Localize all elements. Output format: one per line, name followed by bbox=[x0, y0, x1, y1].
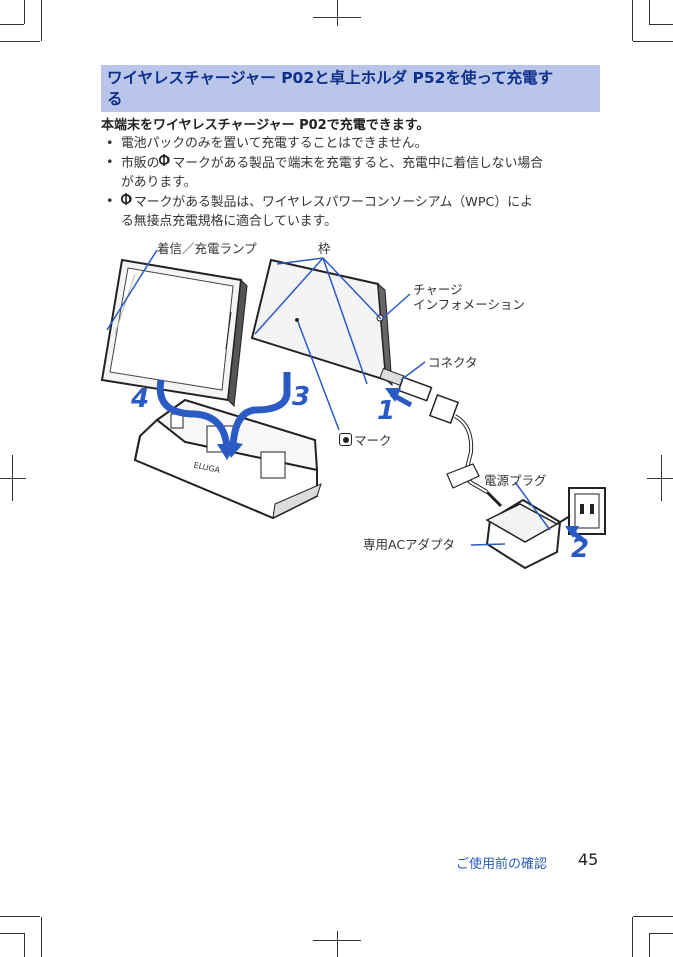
wireless-charging-icon bbox=[120, 192, 134, 212]
heading-line-2: る bbox=[107, 90, 123, 108]
charging-illustration: ELUGA bbox=[95, 234, 615, 578]
wireless-charging-icon bbox=[159, 153, 172, 173]
note-text: 電池パックのみを置いて充電することはできません。 bbox=[121, 136, 428, 151]
label-adapter: 専用ACアダプタ bbox=[363, 537, 456, 552]
ac-adapter-illustration bbox=[485, 490, 571, 570]
step-1-number: 1 bbox=[377, 396, 396, 426]
section-heading: ワイヤレスチャージャー P02と卓上ホルダ P52を使って充電す る bbox=[101, 65, 600, 112]
label-mark-text: マーク bbox=[354, 433, 392, 448]
note-item: 電池パックのみを置いて充電することはできません。 bbox=[101, 134, 601, 153]
step-3-number: 3 bbox=[292, 382, 311, 412]
label-charge-info-1: チャージ bbox=[413, 282, 463, 297]
notes-list: 電池パックのみを置いて充電することはできません。 市販のマークがある製品で端末を… bbox=[101, 134, 601, 231]
label-mark: マーク bbox=[339, 432, 392, 448]
note-text: マークがある製品で端末を充電すると、充電中に着信しない場合 bbox=[172, 156, 543, 171]
page-number: 45 bbox=[578, 850, 599, 869]
label-charge-info-2: インフォメーション bbox=[413, 297, 525, 312]
label-power-plug: 電源プラグ bbox=[484, 473, 547, 488]
note-text: 市販の bbox=[121, 156, 160, 171]
charging-diagram: ELUGA bbox=[100, 249, 606, 570]
note-text: があります。 bbox=[121, 175, 197, 190]
note-text: マークがある製品は、ワイヤレスパワーコンソーシアム（WPC）によ bbox=[134, 195, 533, 210]
heading-line-1: ワイヤレスチャージャー P02と卓上ホルダ P52を使って充電す bbox=[107, 69, 554, 87]
intro-text: 本端末をワイヤレスチャージャー P02で充電できます。 bbox=[101, 118, 430, 133]
label-connector: コネクタ bbox=[428, 355, 478, 370]
footer-section-title: ご使用前の確認 bbox=[456, 857, 548, 872]
leader-lines bbox=[106, 249, 551, 546]
step-2-number: 2 bbox=[571, 534, 590, 564]
note-item: マークがある製品は、ワイヤレスパワーコンソーシアム（WPC）によ る無接点充電規… bbox=[101, 192, 601, 231]
mark-icon bbox=[339, 433, 352, 446]
label-lamp: 着信／充電ランプ bbox=[157, 241, 257, 256]
label-frame: 枠 bbox=[318, 241, 331, 256]
insert-arrows bbox=[156, 372, 586, 543]
step-4-number: 4 bbox=[131, 384, 150, 414]
desktop-holder-illustration: ELUGA bbox=[133, 398, 322, 520]
note-text: る無接点充電規格に適合しています。 bbox=[121, 214, 337, 229]
smartphone-illustration bbox=[100, 258, 248, 408]
